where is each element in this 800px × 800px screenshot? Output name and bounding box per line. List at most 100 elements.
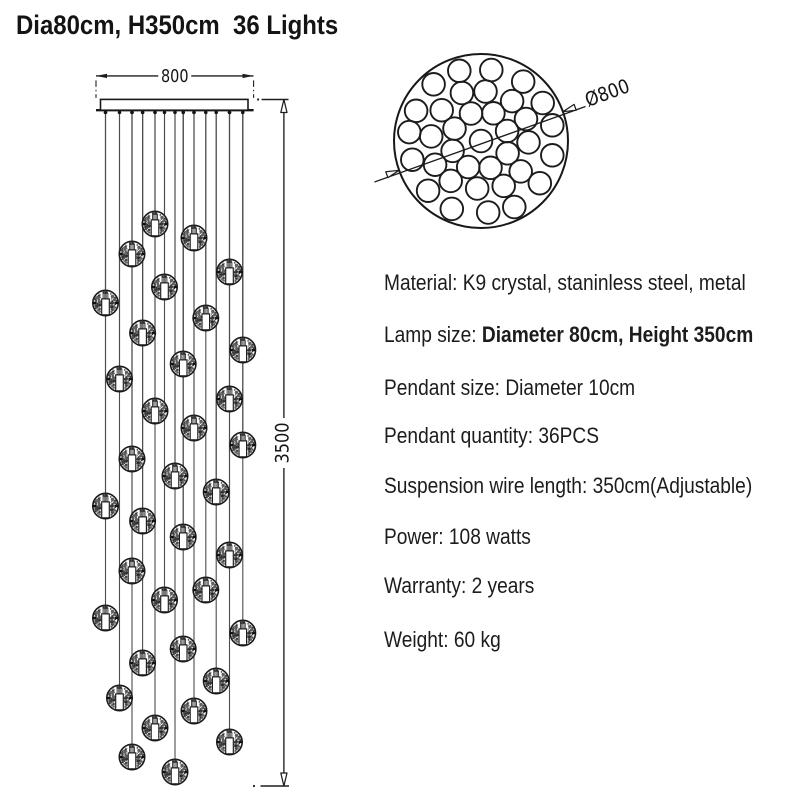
- wire-connector-dot: [140, 110, 145, 115]
- pendant-circle: [429, 97, 454, 123]
- dim-arrow-left: [96, 73, 107, 79]
- pendant-circle: [510, 69, 536, 94]
- crystal-pendant: [215, 385, 244, 413]
- crystal-pendant: [180, 697, 208, 725]
- spec-row: Pendant quantity: 36PCS: [384, 423, 599, 449]
- pendant-circle: [508, 159, 533, 184]
- pendant-circle: [481, 101, 506, 126]
- crystal-pendant: [118, 557, 146, 585]
- crystal-pendant: [202, 667, 231, 695]
- crystal-pendant: [118, 445, 146, 473]
- crystal-pendant: [180, 414, 208, 442]
- spec-label: Material:: [383, 270, 463, 295]
- spec-value: 350cm(Adjustable): [592, 473, 752, 498]
- dim-arrow-right: [242, 73, 254, 79]
- canopy: [99, 98, 249, 112]
- pendant-circle: [442, 116, 467, 141]
- pendant-circle: [516, 130, 541, 155]
- top-view: Ø800: [374, 53, 633, 229]
- pendant-circle: [530, 90, 555, 116]
- crystal-pendant: [91, 604, 120, 632]
- pendant-circle: [527, 170, 553, 196]
- wire-connector-dot: [130, 110, 134, 115]
- pendant-circle: [449, 80, 475, 106]
- crystal-pendant: [161, 462, 189, 490]
- crystal-pendant: [161, 758, 189, 786]
- spec-label: Suspension wire length:: [383, 473, 593, 498]
- crystal-pendant: [118, 743, 146, 771]
- spec-value: 36PCS: [537, 423, 599, 448]
- wire-connector-dot: [227, 110, 232, 115]
- pendant-circle: [513, 106, 539, 132]
- crystal-pendant: [169, 635, 198, 663]
- crystal-pendant: [128, 319, 157, 347]
- pendant-circle: [439, 196, 465, 222]
- crystal-pendant: [191, 576, 220, 604]
- crystal-pendant: [180, 224, 208, 252]
- crystal-pendant: [228, 336, 257, 364]
- crystal-pendant: [91, 289, 120, 317]
- spec-label: Weight:: [383, 627, 454, 652]
- pendant-circle: [475, 200, 501, 225]
- crystal-pendant: [141, 714, 169, 742]
- spec-label: Power:: [383, 524, 449, 549]
- spec-row: Power: 108 watts: [384, 524, 531, 550]
- crystal-pendant: [215, 728, 244, 756]
- diameter-line: [374, 105, 586, 183]
- crystal-pendants: [91, 210, 257, 786]
- pendant-circle: [540, 143, 565, 168]
- spec-row: Weight: 60 kg: [384, 627, 501, 653]
- pendant-circle: [415, 178, 441, 203]
- wire-connector-dot: [192, 110, 196, 115]
- spec-label: Pendant quantity:: [383, 423, 538, 448]
- suspension-wires: [104, 110, 244, 773]
- drawing-circle: [257, 98, 260, 101]
- dim-arrow-up: [280, 98, 288, 114]
- pendant-circles: [397, 57, 565, 225]
- pendant-circle: [421, 72, 446, 97]
- crystal-pendant: [215, 258, 244, 286]
- spec-value: 2 years: [471, 573, 534, 598]
- crystal-pendant: [202, 478, 231, 506]
- wire-connector-dot: [153, 110, 157, 115]
- wire-connector-dot: [117, 110, 122, 115]
- pendant-circle: [438, 168, 463, 194]
- page-title: Dia80cm, H350cm 36 Lights: [16, 9, 339, 40]
- crystal-pendant: [228, 619, 257, 647]
- spec-label: Pendant size:: [383, 375, 505, 400]
- pendant-circle: [540, 113, 565, 138]
- crystal-pendant: [141, 210, 169, 238]
- crystal-pendant: [169, 523, 198, 551]
- crystal-pendant: [150, 586, 179, 614]
- dim-arrow-down: [280, 772, 288, 787]
- pendant-circle: [499, 88, 525, 114]
- wire-connectors: [103, 110, 245, 115]
- pendant-circle: [473, 79, 498, 104]
- crystal-pendant: [91, 492, 120, 520]
- pendant-circle: [455, 154, 481, 180]
- width-dimension: 800: [96, 66, 254, 87]
- spec-row: Pendant size: Diameter 10cm: [384, 375, 635, 401]
- spec-value: K9 crystal, staninless steel, metal: [462, 270, 746, 295]
- pendant-circle: [464, 176, 490, 201]
- drawing-circle: [252, 784, 256, 788]
- spec-row: Lamp size: Diameter 80cm, Height 350cm: [384, 322, 753, 348]
- pendant-circle: [502, 194, 527, 220]
- wire-connector-dot: [241, 110, 245, 115]
- wire-connector-dot: [173, 110, 177, 115]
- height-dimension: 3500: [252, 98, 294, 788]
- spec-value: Diameter 10cm: [504, 375, 635, 400]
- wire-connector-dot: [214, 110, 218, 115]
- crystal-pendant: [191, 304, 220, 332]
- spec-value: 60 kg: [453, 627, 501, 652]
- pendant-circle: [403, 98, 429, 124]
- spec-label: Warranty:: [383, 573, 472, 598]
- crystal-pendant: [105, 684, 134, 712]
- crystal-pendant: [141, 397, 169, 425]
- spec-row: Suspension wire length: 350cm(Adjustable…: [384, 473, 752, 499]
- wire-connector-dot: [204, 110, 208, 115]
- crystal-pendant: [169, 350, 198, 378]
- pendant-circle: [468, 128, 494, 154]
